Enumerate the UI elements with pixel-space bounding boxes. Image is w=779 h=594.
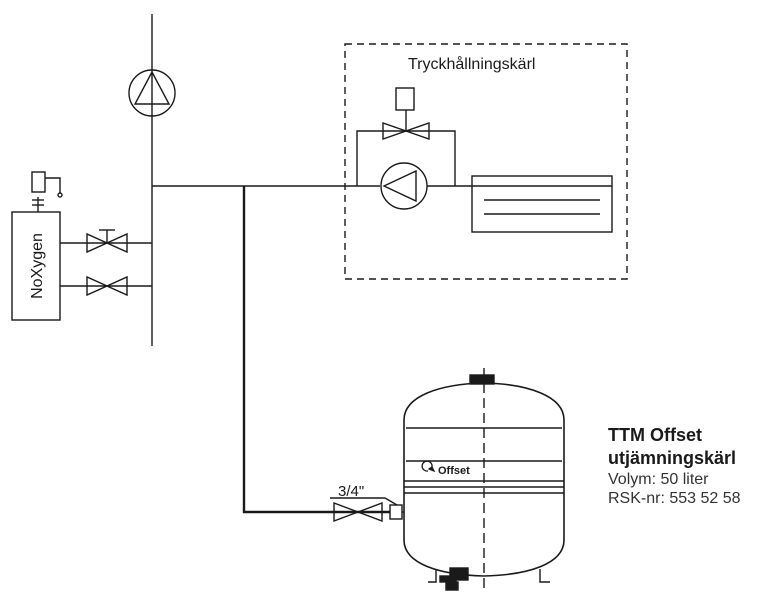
tank-valve-icon: [333, 501, 383, 523]
noxygen-sensor-icon: [31, 171, 63, 212]
product-info-block: TTM Offset utjämningskärl Volym: 50 lite…: [608, 424, 741, 508]
bypass-pipe: [356, 130, 456, 186]
pipe-size-label: 3/4": [338, 483, 364, 500]
tank-brand-label: Offset: [438, 465, 470, 477]
expansion-pipe: [242, 186, 390, 514]
storage-vessel-icon: [471, 175, 613, 233]
pressure-pump-icon: [380, 162, 428, 210]
noxygen-upper-valve-icon: [86, 229, 128, 254]
noxygen-label: NoXygen: [29, 233, 46, 299]
product-volume: Volym: 50 liter: [608, 471, 709, 488]
pressure-vessel-boundary: [344, 43, 628, 280]
product-rsk-number: RSK-nr: 553 52 58: [608, 490, 741, 507]
circulation-pump-icon: [128, 69, 176, 117]
product-title-line2: utjämningskärl: [608, 448, 737, 468]
noxygen-unit: [11, 211, 61, 321]
noxygen-lower-valve-icon: [86, 275, 128, 297]
offset-logo-icon: [421, 460, 436, 473]
product-title-line1: TTM Offset: [608, 425, 702, 445]
vessel-box-title: Tryckhållningskärl: [408, 55, 535, 73]
bypass-valve-icon: [382, 87, 430, 140]
expansion-tank-icon: [389, 368, 565, 592]
